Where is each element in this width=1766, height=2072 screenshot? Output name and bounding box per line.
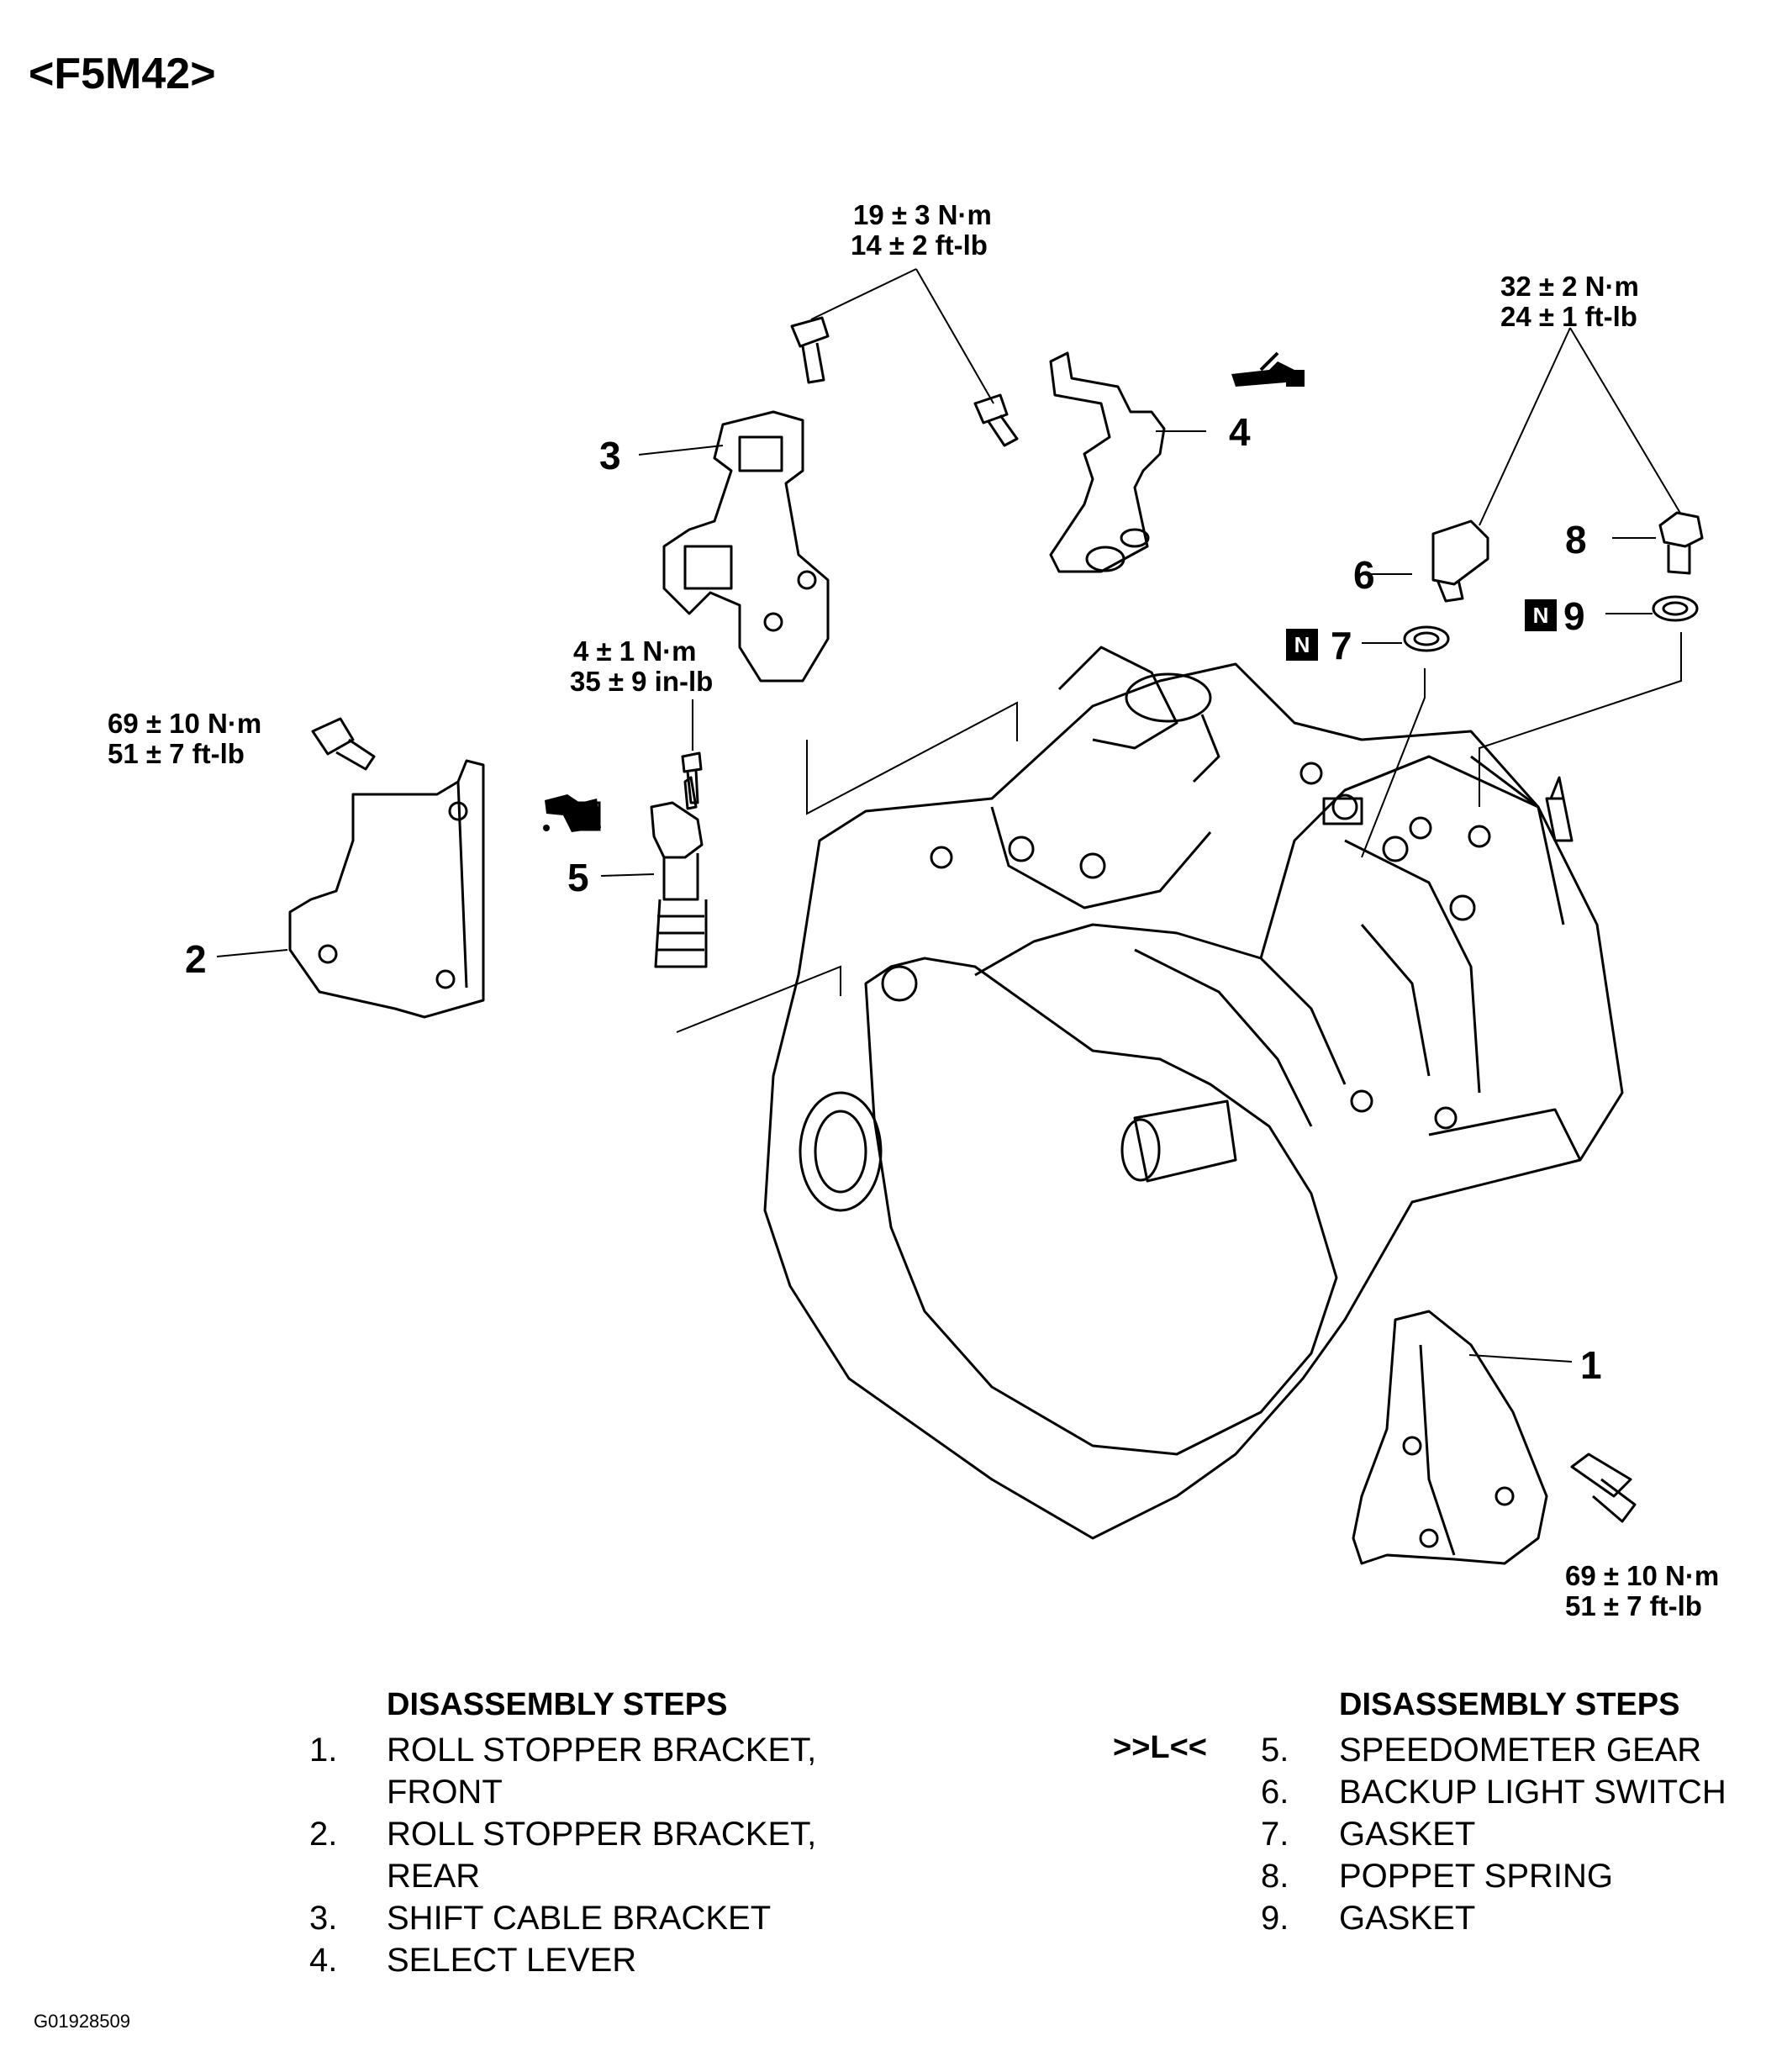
figure-code: G01928509 — [34, 2011, 130, 2032]
bolt-rear-bracket — [311, 717, 376, 771]
reference-mark: >>L<< — [1113, 1730, 1207, 1765]
callout-6: 6 — [1353, 553, 1375, 597]
new-part-badge-7: N — [1286, 629, 1318, 661]
torque-ft-rear-bracket: 51 ± 7 ft-lb — [108, 738, 245, 769]
callout-2: 2 — [185, 937, 207, 981]
callout-8: 8 — [1565, 518, 1587, 561]
torque-ft-front-bracket: 51 ± 7 ft-lb — [1565, 1590, 1702, 1621]
svg-text:N: N — [1533, 603, 1549, 628]
transmission-case — [763, 646, 1624, 1540]
oil-can-icon — [543, 794, 601, 832]
gasket-part-7 — [1403, 625, 1450, 652]
torque-nm-switch-plug: 32 ± 2 N·m — [1500, 271, 1639, 302]
model-title: <F5M42> — [29, 50, 216, 98]
steps-left-title: DISASSEMBLY STEPS — [387, 1687, 728, 1722]
torque-ft-shift-bracket: 14 ± 2 ft-lb — [851, 229, 988, 261]
callout-5: 5 — [567, 856, 589, 899]
steps-right-title: DISASSEMBLY STEPS — [1339, 1687, 1680, 1722]
svg-text:N: N — [1294, 632, 1310, 657]
select-lever-part — [1049, 351, 1166, 573]
roll-stopper-bracket-rear-part — [288, 759, 485, 1019]
callout-3: 3 — [599, 434, 621, 477]
gasket-part-9 — [1652, 595, 1699, 622]
torque-nm-rear-bracket: 69 ± 10 N·m — [108, 708, 261, 739]
speedometer-gear-part — [650, 776, 708, 968]
roll-stopper-bracket-front-part — [1352, 1310, 1548, 1565]
backup-light-switch-part — [1431, 519, 1489, 603]
bolt-shift-bracket-upper — [790, 316, 830, 384]
callout-4: 4 — [1229, 410, 1251, 454]
grease-gun-icon — [1231, 351, 1305, 387]
callout-1: 1 — [1580, 1343, 1602, 1387]
torque-nm-front-bracket: 69 ± 10 N·m — [1565, 1560, 1719, 1591]
callout-9: 9 — [1563, 594, 1585, 638]
torque-in-speedometer: 35 ± 9 in-lb — [570, 666, 713, 697]
poppet-spring-plug-part — [1658, 511, 1704, 575]
callout-7: 7 — [1331, 624, 1352, 667]
bolt-front-bracket — [1570, 1453, 1637, 1523]
bolt-shift-bracket-lower — [973, 393, 1019, 447]
new-part-badge-9: N — [1525, 599, 1557, 631]
torque-nm-speedometer: 4 ± 1 N·m — [573, 635, 697, 667]
shift-cable-bracket-part — [662, 410, 830, 683]
torque-nm-shift-bracket: 19 ± 3 N·m — [853, 199, 992, 230]
torque-ft-switch-plug: 24 ± 1 ft-lb — [1500, 301, 1637, 332]
